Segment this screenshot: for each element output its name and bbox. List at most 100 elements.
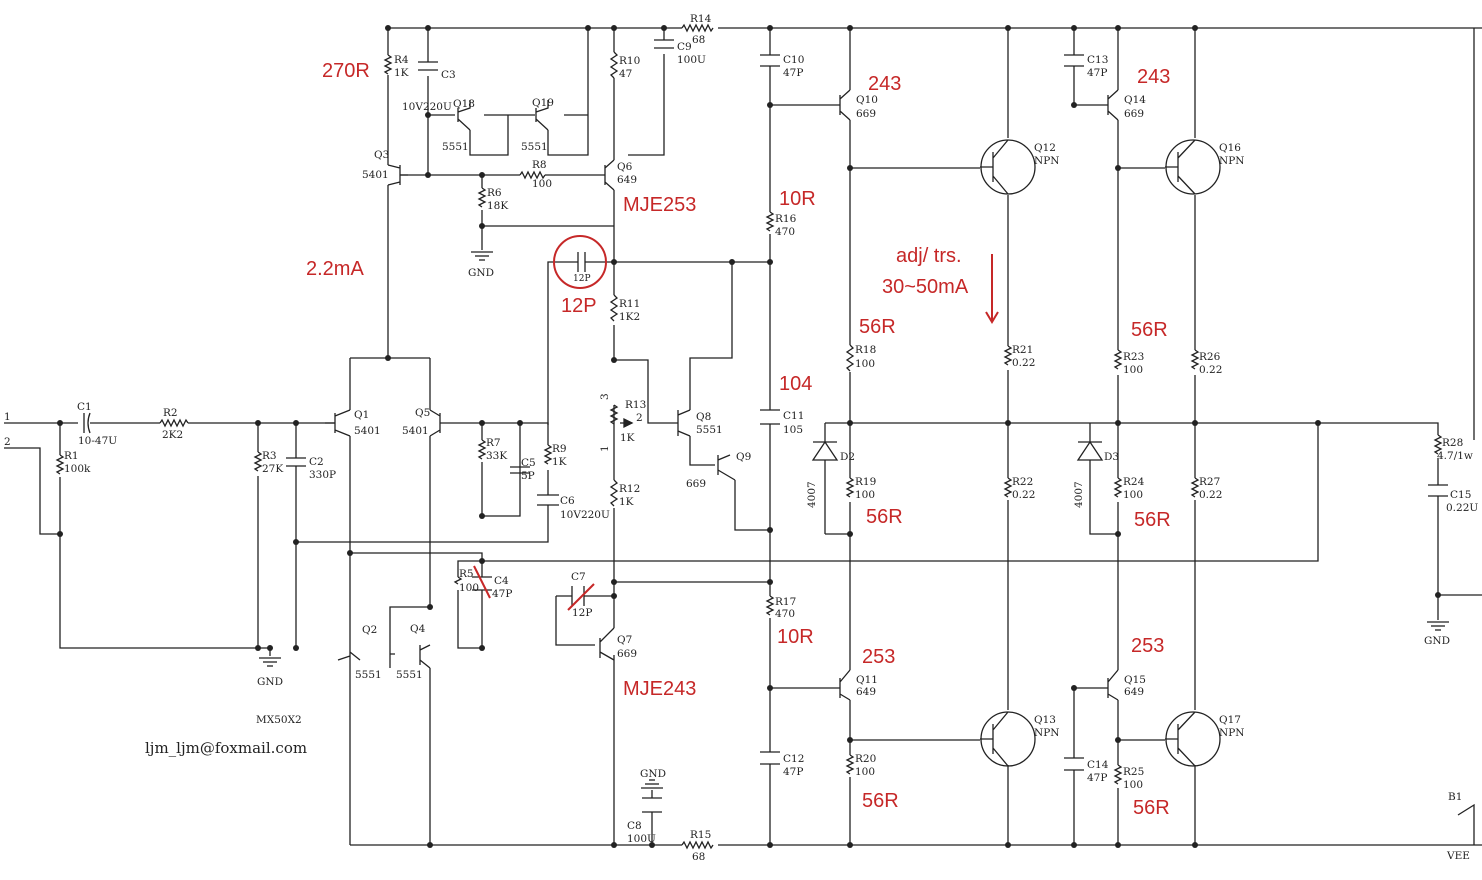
- misc-labels: 1 2 GND GND GND GND VEE 3 2 1 MX50X2 ljm…: [4, 267, 1470, 862]
- annot-mje243: MJE243: [623, 678, 696, 700]
- c6-ref: C6: [560, 495, 575, 507]
- c6-val: 10V220U: [560, 509, 610, 521]
- c14-ref: C14: [1087, 759, 1109, 771]
- q14-ref: Q14: [1124, 94, 1146, 106]
- annot-56r-4: 56R: [1131, 319, 1168, 341]
- q10-val: 669: [856, 108, 876, 120]
- r3-val: 27K: [262, 463, 283, 475]
- c15-val: 0.22U: [1446, 502, 1478, 514]
- r6-val: 18K: [487, 200, 508, 212]
- c14-val: 47P: [1087, 772, 1107, 784]
- r24-ref: R24: [1123, 476, 1145, 488]
- resistor-symbols: [55, 23, 1443, 850]
- c12-ref: C12: [783, 753, 804, 765]
- q5-ref: Q5: [415, 407, 430, 419]
- r13-ref: R13: [625, 399, 646, 411]
- q14-val: 669: [1124, 108, 1144, 120]
- r13-val: 1K: [620, 432, 635, 444]
- r17-ref: R17: [775, 596, 796, 608]
- r11-val: 1K2: [619, 311, 640, 323]
- annot-56r-5: 56R: [1134, 509, 1171, 531]
- annot-12p: 12P: [561, 295, 597, 317]
- q17-val: NPN: [1219, 727, 1244, 739]
- annot-30-50ma: 30~50mA: [882, 276, 969, 298]
- b1-ref: B1: [1448, 791, 1462, 803]
- r3-ref: R3: [262, 450, 277, 462]
- r10-ref: R10: [619, 55, 640, 67]
- pot-pin-1: 1: [599, 445, 611, 452]
- r19-val: 100: [855, 489, 875, 501]
- q13-ref: Q13: [1034, 714, 1056, 726]
- r16-ref: R16: [775, 213, 797, 225]
- c1-val: 10-47U: [78, 435, 117, 447]
- component-labels: C1 10-47U R1 100k R2 2K2 R3 27K C2 330P …: [64, 13, 1478, 863]
- c3-ref: C3: [441, 69, 456, 81]
- pin-1-label: 1: [4, 411, 11, 423]
- cmiller-val: 12P: [573, 274, 591, 284]
- r23-val: 100: [1123, 364, 1143, 376]
- r2-val: 2K2: [162, 429, 183, 441]
- diode-symbols: [811, 440, 1104, 461]
- pin-2-label: 2: [4, 436, 11, 448]
- q9-ref: Q9: [736, 451, 751, 463]
- q16-ref: Q16: [1219, 142, 1241, 154]
- r9-ref: R9: [552, 443, 567, 455]
- r21-ref: R21: [1012, 344, 1033, 356]
- c13-val: 47P: [1087, 67, 1107, 79]
- d2-ref: D2: [840, 451, 855, 463]
- q3-ref: Q3: [374, 149, 389, 161]
- c11-ref: C11: [783, 410, 804, 422]
- annot-56r-6: 56R: [1133, 797, 1170, 819]
- vee-label: VEE: [1446, 850, 1470, 862]
- pot-pin-3: 3: [599, 393, 611, 400]
- q12-val: NPN: [1034, 155, 1059, 167]
- c3-val: 10V220U: [402, 101, 452, 113]
- c9-ref: C9: [677, 41, 692, 53]
- annot-56r-1: 56R: [859, 316, 896, 338]
- r16-val: 470: [775, 226, 795, 238]
- r22-ref: R22: [1012, 476, 1033, 488]
- q13-val: NPN: [1034, 727, 1059, 739]
- gnd-label-1: GND: [468, 267, 494, 279]
- ground-symbols: [258, 251, 1450, 789]
- q2-ref: Q2: [362, 624, 377, 636]
- c4-ref: C4: [494, 575, 509, 587]
- r27-val: 0.22: [1199, 489, 1222, 501]
- r28-ref: R28: [1442, 437, 1463, 449]
- r19-ref: R19: [855, 476, 876, 488]
- email-label: ljm_ljm@foxmail.com: [145, 739, 307, 757]
- r5-val: 100: [459, 582, 479, 594]
- r18-ref: R18: [855, 344, 876, 356]
- q15-val: 649: [1124, 686, 1144, 698]
- r9-val: 1K: [552, 456, 567, 468]
- c15-ref: C15: [1450, 489, 1471, 501]
- q6-ref: Q6: [617, 161, 633, 173]
- gnd-label-2: GND: [257, 676, 283, 688]
- q19-val: 5551: [521, 141, 548, 153]
- r23-ref: R23: [1123, 351, 1144, 363]
- r2-ref: R2: [163, 407, 178, 419]
- annot-243-left: 243: [868, 73, 901, 95]
- r14-ref: R14: [690, 13, 712, 25]
- annot-10r-top: 10R: [779, 188, 816, 210]
- c10-val: 47P: [783, 67, 803, 79]
- r1-val: 100k: [64, 463, 91, 475]
- c13-ref: C13: [1087, 54, 1108, 66]
- d3-ref: D3: [1104, 451, 1119, 463]
- q11-ref: Q11: [856, 674, 878, 686]
- r15-val: 68: [692, 851, 705, 863]
- q8-val: 5551: [696, 424, 723, 436]
- r12-val: 1K: [619, 496, 634, 508]
- annot-2-2ma: 2.2mA: [306, 258, 364, 280]
- r8-val: 100: [532, 178, 552, 190]
- c5-val: 5P: [521, 470, 535, 482]
- r28-val: 4.7/1w: [1437, 450, 1473, 462]
- r5-ref: R5: [459, 568, 474, 580]
- q3-val: 5401: [362, 169, 389, 181]
- r10-val: 47: [619, 68, 632, 80]
- r22-val: 0.22: [1012, 489, 1035, 501]
- annot-253-right: 253: [1131, 635, 1164, 657]
- c1-ref: C1: [77, 401, 92, 413]
- q4-ref: Q4: [410, 623, 426, 635]
- q10-ref: Q10: [856, 94, 878, 106]
